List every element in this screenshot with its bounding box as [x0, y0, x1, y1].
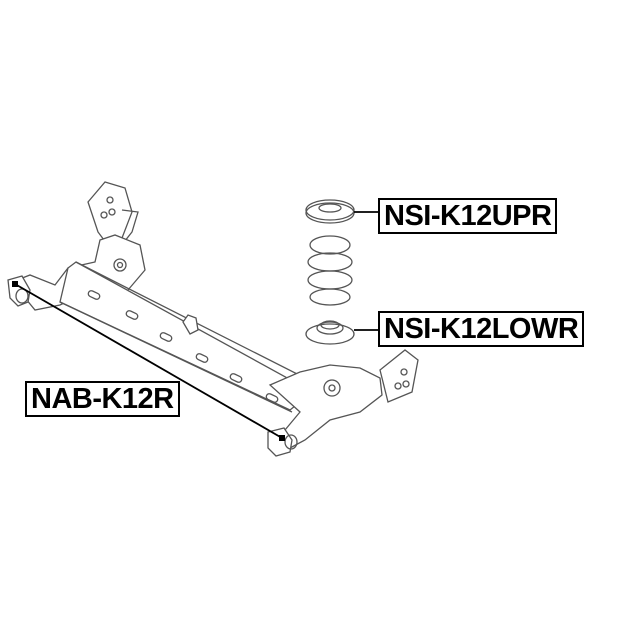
right-bushing — [267, 427, 298, 457]
left-bracket — [87, 181, 139, 261]
part-label-upper-seat: NSI-K12UPR — [378, 198, 558, 234]
coil-spring — [307, 235, 353, 306]
leader-line-bushing — [14, 283, 283, 439]
part-label-lower-seat: NSI-K12LOWR — [378, 311, 585, 347]
beam-slots — [87, 290, 279, 403]
part-label-bushing: NAB-K12R — [25, 381, 180, 417]
right-bracket — [379, 349, 419, 403]
lower-spring-seat — [305, 320, 355, 345]
upper-spring-seat — [305, 199, 355, 224]
